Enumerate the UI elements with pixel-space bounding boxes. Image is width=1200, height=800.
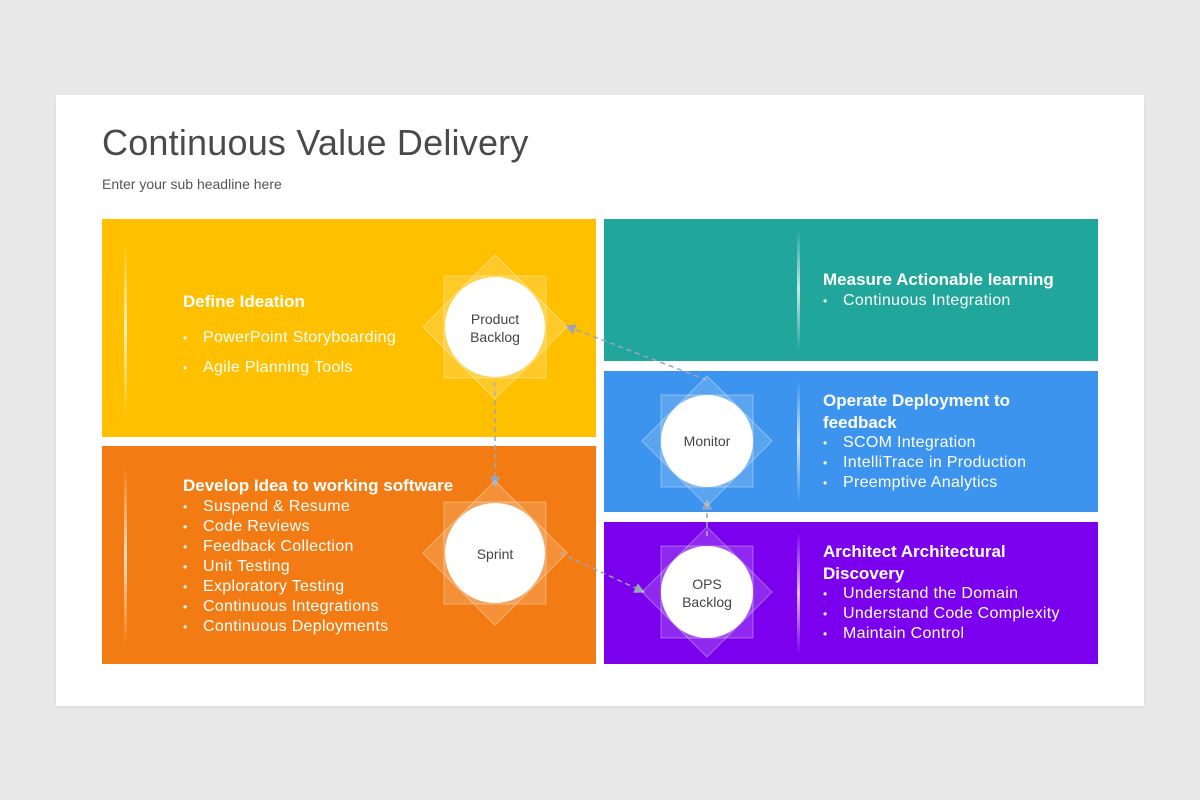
bullet-list: Continuous Integration — [823, 291, 1011, 311]
panel-divider-line — [797, 532, 800, 654]
panel-heading: Develop Idea to working software — [183, 476, 454, 495]
panel-divider-line — [797, 381, 800, 502]
panel-heading: Define Ideation — [183, 292, 305, 311]
list-item: PowerPoint Storyboarding — [183, 323, 396, 353]
list-item: Feedback Collection — [183, 537, 388, 557]
connector-monitor-to-product — [565, 324, 708, 381]
node-label-monitor: Monitor — [655, 432, 759, 450]
panel-divider-line — [124, 239, 127, 419]
list-item: Preemptive Analytics — [823, 473, 1026, 493]
node-label-line: Monitor — [683, 433, 731, 449]
bullet-list: Understand the Domain Understand Code Co… — [823, 584, 1060, 644]
node-label-line: Product — [470, 311, 520, 327]
panel-heading: Measure Actionable learning — [823, 270, 1054, 289]
node-label-product-backlog: Product Backlog — [443, 310, 547, 346]
panel-heading: Operate Deployment to feedback — [823, 391, 1011, 432]
panel-architect-discovery: Architect Architectural Discovery Unders… — [604, 522, 1098, 664]
list-item: Understand Code Complexity — [823, 604, 1060, 624]
node-ops-backlog — [641, 526, 773, 658]
node-monitor — [641, 375, 773, 507]
list-item: Agile Planning Tools — [183, 353, 396, 383]
bullet-list: PowerPoint Storyboarding Agile Planning … — [183, 323, 396, 383]
connector-sprint-to-ops — [559, 552, 645, 593]
page-title: Continuous Value Delivery — [102, 122, 529, 163]
list-item: Suspend & Resume — [183, 497, 388, 517]
node-label-line: Backlog — [470, 329, 520, 345]
node-sprint — [422, 480, 568, 626]
node-label-line: Backlog — [682, 594, 732, 610]
list-item: Unit Testing — [183, 557, 388, 577]
node-label-line: Sprint — [476, 546, 514, 562]
node-label-ops-backlog: OPS Backlog — [655, 575, 759, 611]
bullet-list: SCOM Integration IntelliTrace in Product… — [823, 433, 1026, 493]
page-subtitle: Enter your sub headline here — [102, 176, 282, 192]
node-label-line: OPS — [692, 576, 722, 592]
list-item: Continuous Integrations — [183, 597, 388, 617]
panel-measure-learning: Measure Actionable learning Continuous I… — [604, 219, 1098, 361]
list-item: Continuous Integration — [823, 291, 1011, 311]
panel-divider-line — [797, 229, 800, 351]
list-item: Maintain Control — [823, 624, 1060, 644]
panel-heading: Architect Architectural Discovery — [823, 542, 1006, 583]
panel-develop-idea: Develop Idea to working software Suspend… — [102, 446, 596, 664]
list-item: IntelliTrace in Production — [823, 453, 1026, 473]
list-item: Exploratory Testing — [183, 577, 388, 597]
bullet-list: Suspend & Resume Code Reviews Feedback C… — [183, 497, 388, 637]
node-product-backlog — [422, 254, 568, 400]
list-item: Understand the Domain — [823, 584, 1060, 604]
list-item: Continuous Deployments — [183, 617, 388, 637]
panel-divider-line — [124, 466, 127, 646]
list-item: SCOM Integration — [823, 433, 1026, 453]
list-item: Code Reviews — [183, 517, 388, 537]
node-label-sprint: Sprint — [443, 545, 547, 563]
